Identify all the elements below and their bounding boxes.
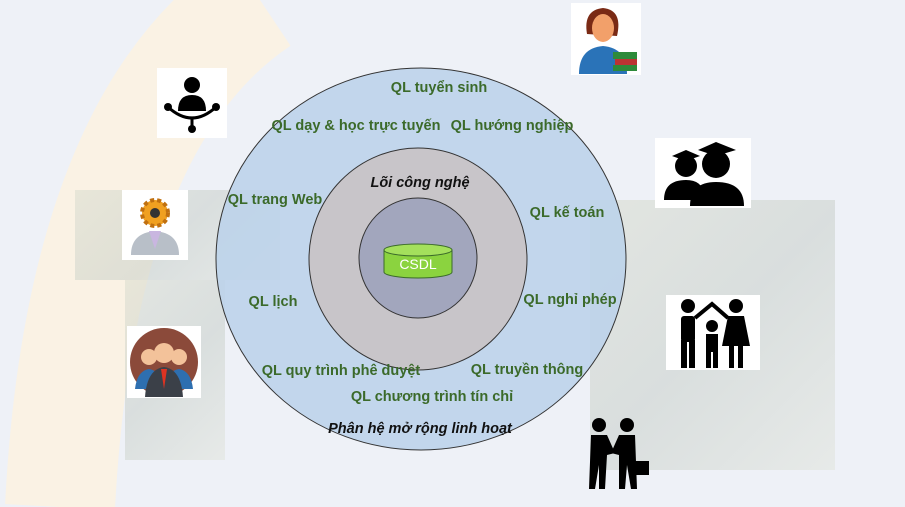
middle-ring-title: Lõi công nghệ (370, 175, 470, 191)
core-label: CSDL (399, 256, 437, 272)
team-icon (127, 326, 201, 398)
module-label: QL lịch (248, 294, 298, 310)
module-label: QL chương trình tín chỉ (350, 389, 514, 405)
module-label: QL truyền thông (470, 362, 584, 378)
module-label: QL kế toán (529, 205, 605, 221)
database-cylinder: CSDL (383, 243, 453, 279)
admin-network-icon (157, 68, 227, 138)
module-label: QL dạy & học trực tuyến (271, 118, 441, 134)
module-label: QL trang Web (227, 192, 323, 208)
partners-handshake-icon (583, 414, 653, 492)
database-icon (383, 243, 453, 279)
module-label: QL quy trình phê duyệt (261, 363, 421, 379)
module-label: QL hướng nghiệp (450, 118, 574, 134)
outer-ring-title: Phân hệ mở rộng linh hoạt (328, 421, 512, 437)
family-icon (666, 295, 760, 370)
teacher-icon (571, 3, 641, 75)
module-label: QL tuyển sinh (390, 80, 488, 96)
staff-gear-icon (122, 190, 188, 260)
module-label: QL nghỉ phép (523, 292, 617, 308)
students-graduate-icon (655, 138, 751, 208)
